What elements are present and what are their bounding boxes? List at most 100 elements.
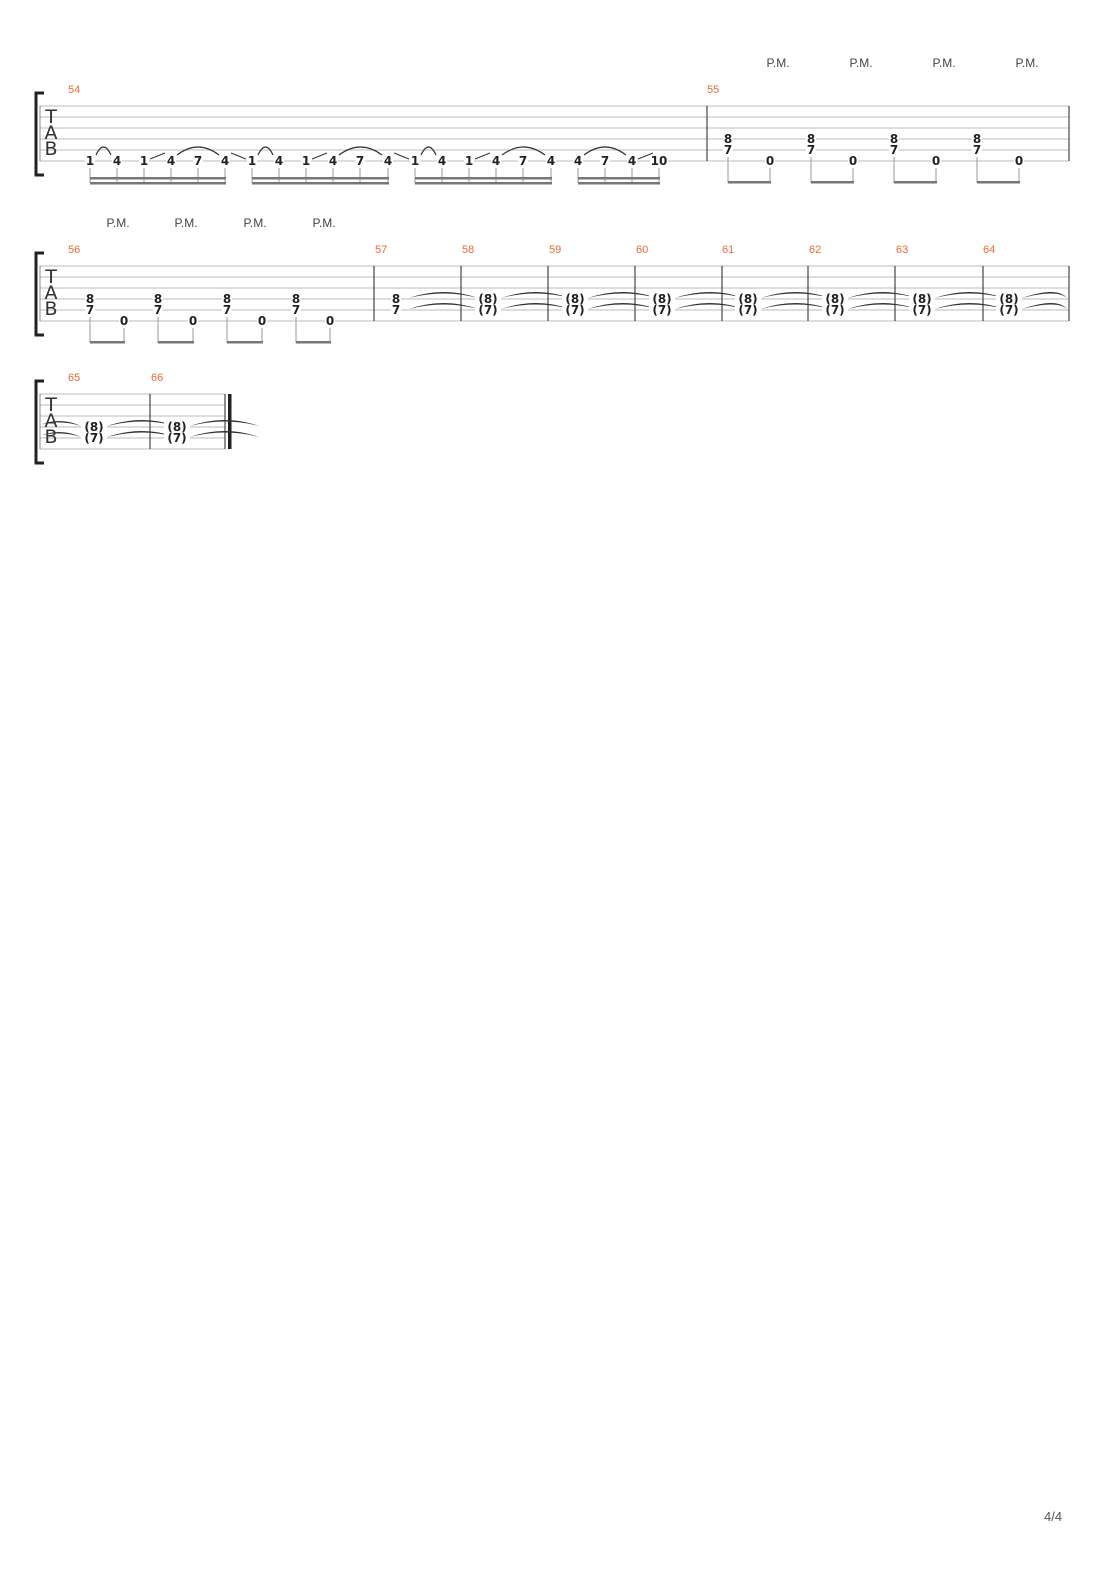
fret-background	[188, 315, 198, 326]
tie-arc	[675, 292, 744, 298]
beam	[252, 182, 389, 185]
fret-background	[81, 432, 107, 443]
tie-arc	[501, 292, 570, 298]
fret-background	[166, 155, 176, 166]
fret-number: (8)	[999, 292, 1018, 306]
fret-number: 8	[890, 132, 898, 146]
fret-background	[475, 293, 501, 304]
hammer-on-arc	[583, 146, 627, 156]
fret-background	[85, 155, 95, 166]
fret-background	[153, 293, 163, 304]
beam	[811, 181, 854, 184]
palm-mute-label: P.M.	[174, 216, 197, 230]
fret-number: 4	[492, 154, 500, 168]
fret-background	[600, 155, 610, 166]
fret-background	[464, 155, 474, 166]
beam	[227, 341, 263, 344]
beam	[415, 177, 552, 180]
beam	[578, 177, 660, 180]
fret-number: (7)	[84, 431, 103, 445]
tie-arc	[107, 431, 176, 437]
fret-background	[383, 155, 393, 166]
beam	[90, 341, 125, 344]
fret-number: 7	[223, 303, 231, 317]
beam	[415, 182, 552, 185]
fret-background	[909, 293, 935, 304]
fret-number: 1	[86, 154, 94, 168]
palm-mute-label: P.M.	[849, 56, 872, 70]
fret-number: (7)	[652, 303, 671, 317]
fret-number: 1	[465, 154, 473, 168]
slide-line	[474, 152, 491, 160]
fret-number: 0	[849, 154, 857, 168]
fret-number: (8)	[652, 292, 671, 306]
tie-arc	[588, 303, 657, 309]
tie-arc	[42, 420, 81, 426]
fret-background	[222, 304, 232, 315]
fret-background	[119, 315, 129, 326]
fret-background	[822, 304, 848, 315]
palm-mute-label: P.M.	[243, 216, 266, 230]
fret-number: 7	[292, 303, 300, 317]
system-bracket	[34, 379, 44, 465]
measure-number: 57	[375, 244, 387, 256]
fret-number: 0	[258, 314, 266, 328]
fret-number: 7	[154, 303, 162, 317]
fret-background	[81, 421, 107, 432]
fret-background	[806, 144, 816, 155]
hammer-on-arc	[338, 146, 383, 156]
fret-background	[328, 155, 338, 166]
hammer-on-arc	[95, 146, 112, 156]
tie-arc	[190, 420, 259, 426]
measure-number: 58	[462, 244, 474, 256]
tie-arc	[848, 303, 917, 309]
system-bracket	[34, 91, 44, 177]
fret-background	[723, 144, 733, 155]
fret-background	[247, 155, 257, 166]
tie-arc	[761, 292, 830, 298]
fret-number: 0	[932, 154, 940, 168]
tab-clef-letter: T	[44, 266, 57, 288]
fret-background	[765, 155, 775, 166]
fret-background	[410, 155, 420, 166]
fret-number: 1	[411, 154, 419, 168]
measure-number: 63	[896, 244, 908, 256]
fret-number: 4	[167, 154, 175, 168]
measure-number: 54	[68, 84, 80, 96]
slide-line	[230, 152, 247, 160]
fret-background	[735, 293, 761, 304]
fret-number: 8	[292, 292, 300, 306]
fret-background	[164, 432, 190, 443]
hammer-on-arc	[420, 146, 437, 156]
tie-arc	[848, 292, 917, 298]
fret-number: (7)	[478, 303, 497, 317]
tie-arc	[42, 431, 81, 437]
fret-background	[475, 304, 501, 315]
fret-number: 0	[326, 314, 334, 328]
fret-number: 1	[140, 154, 148, 168]
fret-background	[85, 304, 95, 315]
fret-number: 7	[356, 154, 364, 168]
fret-background	[257, 315, 267, 326]
fret-number: 4	[275, 154, 283, 168]
fret-background	[562, 304, 588, 315]
fret-number: 7	[194, 154, 202, 168]
fret-number: 0	[1015, 154, 1023, 168]
fret-background	[164, 421, 190, 432]
tab-clef-letter: T	[44, 394, 57, 416]
fret-number: (7)	[999, 303, 1018, 317]
fret-number: 4	[384, 154, 392, 168]
fret-number: 0	[189, 314, 197, 328]
slide-line	[311, 152, 328, 160]
tie-arc	[588, 292, 657, 298]
fret-background	[491, 155, 501, 166]
fret-background	[153, 304, 163, 315]
fret-background	[325, 315, 335, 326]
fret-background	[355, 155, 365, 166]
fret-number: 7	[519, 154, 527, 168]
fret-number: 7	[601, 154, 609, 168]
fret-background	[518, 155, 528, 166]
fret-background	[627, 155, 637, 166]
fret-number: 8	[724, 132, 732, 146]
fret-number: 8	[154, 292, 162, 306]
